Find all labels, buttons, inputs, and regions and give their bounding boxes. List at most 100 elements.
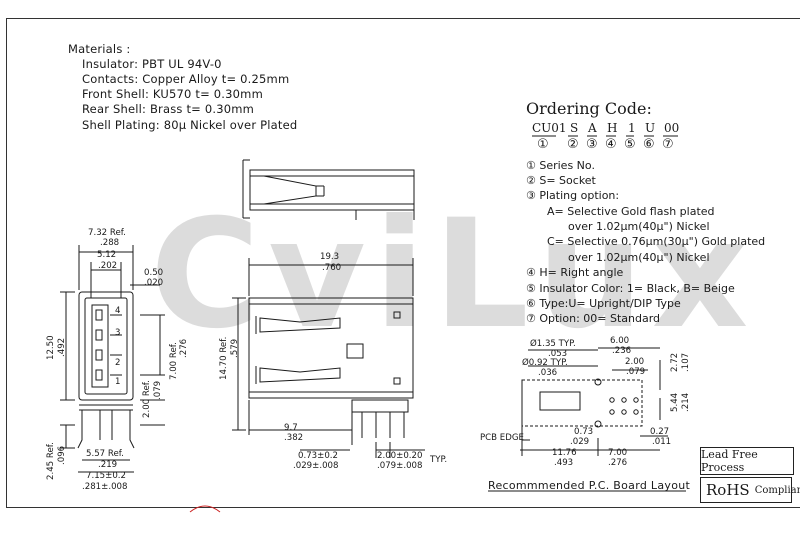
- dim-pin-width-in: .029±.008: [293, 461, 339, 471]
- material-line: Insulator: PBT UL 94V-0: [82, 57, 222, 71]
- dim-pcb-6: 6.00: [610, 336, 630, 346]
- ordering-code-title: Ordering Code:: [526, 99, 652, 118]
- pin-label: 4: [115, 306, 121, 316]
- code-marker: ②: [567, 137, 579, 152]
- dim-front-width: 7.32 Ref.: [88, 228, 126, 238]
- dim-peg-span: 7.15±0.2: [86, 471, 127, 481]
- pcb-layout-caption: Recommmended P.C. Board Layout: [488, 479, 691, 492]
- dim-pcb-hole2: Ø0.92 TYP.: [522, 358, 568, 368]
- top-view: [242, 159, 415, 220]
- dim-pin-span-in: .219: [98, 460, 118, 470]
- ordering-line: over 1.02μm(40μ") Nickel: [568, 251, 710, 264]
- dim-pcb-027: 0.27: [650, 427, 670, 437]
- pin-label: 3: [115, 328, 121, 338]
- dim-lead: 2.45 Ref.: [46, 442, 56, 480]
- rohs-label: RoHS: [706, 481, 750, 499]
- material-line: Shell Plating: 80μ Nickel over Plated: [82, 118, 298, 132]
- dim-height-in: .492: [57, 337, 67, 357]
- code-marker: ①: [537, 137, 549, 152]
- dim-pcb-272: 2.72: [670, 352, 680, 372]
- ordering-line: ⑤ Insulator Color: 1= Black, B= Beige: [526, 282, 735, 295]
- dim-pin-width: 0.73±0.2: [298, 451, 339, 461]
- dim-side-height-in: .579: [230, 338, 240, 358]
- dim-opening: 5.12: [97, 250, 117, 260]
- dim-pcb-073-in: .029: [570, 437, 590, 447]
- code-marker: ③: [586, 137, 598, 152]
- dim-side-height: 14.70 Ref.: [219, 336, 229, 380]
- watermark: CviLux: [150, 188, 757, 362]
- dim-pcb-073: 0.73: [574, 427, 594, 437]
- pin-label: 2: [115, 358, 121, 368]
- dim-height: 12.50: [46, 335, 56, 360]
- dim-length-in: .760: [322, 263, 342, 273]
- dim-typ: TYP.: [430, 455, 448, 465]
- pcb-edge-label: PCB EDGE: [480, 433, 524, 443]
- code-part: 00: [664, 121, 680, 135]
- dim-foot-in: .079: [153, 380, 163, 400]
- side-view: [232, 258, 425, 458]
- dim-opening-in: .202: [98, 261, 118, 271]
- dim-pitch: 2.00±0.20: [377, 451, 423, 461]
- ordering-line: ⑥ Type:U= Upright/DIP Type: [526, 297, 681, 310]
- dim-pcb-2: 2.00: [625, 357, 645, 367]
- dim-pcb-2-in: .079: [626, 367, 646, 377]
- code-part: U: [645, 121, 656, 135]
- ordering-line: ② S= Socket: [526, 174, 596, 187]
- dim-pin-height: 7.00 Ref.: [169, 342, 179, 380]
- dim-pcb-7-in: .276: [608, 458, 628, 468]
- lead-free-label: Lead Free Process: [701, 448, 758, 474]
- bottom-arc: [189, 505, 221, 513]
- dim-foot: 2.00 Ref.: [142, 380, 152, 418]
- pcb-layout-view: [520, 347, 668, 456]
- dim-pin-height-in: .276: [179, 338, 189, 358]
- ordering-line: A= Selective Gold flash plated: [547, 205, 715, 218]
- front-view: [60, 245, 165, 473]
- rohs-badge: RoHS Compliant: [700, 477, 800, 503]
- drawing-frame: [6, 18, 800, 508]
- dim-length: 19.3: [320, 252, 340, 262]
- dim-lead-in: .096: [57, 445, 67, 465]
- dim-pcb-544: 5.44: [670, 392, 680, 412]
- ordering-line: C= Selective 0.76μm(30μ") Gold plated: [547, 235, 766, 248]
- ordering-line: ③ Plating option:: [526, 189, 620, 202]
- ordering-line: ④ H= Right angle: [526, 266, 624, 279]
- code-part: A: [588, 121, 597, 135]
- material-line: Front Shell: KU570 t= 0.30mm: [82, 87, 263, 101]
- dim-pcb-6-in: .236: [612, 346, 632, 356]
- code-marker: ⑥: [643, 137, 655, 152]
- code-part: S: [570, 121, 579, 135]
- ordering-line: ⑦ Option: 00= Standard: [526, 312, 661, 325]
- dim-depth: 9.7: [284, 423, 298, 433]
- material-line: Contacts: Copper Alloy t= 0.25mm: [82, 72, 290, 86]
- dim-peg-span-in: .281±.008: [82, 482, 128, 492]
- dim-pcb-hole: Ø1.35 TYP.: [530, 339, 576, 349]
- dim-pcb-7: 7.00: [608, 448, 628, 458]
- dim-pcb-544-in: .214: [681, 392, 691, 412]
- dim-wall-in: .020: [144, 278, 164, 288]
- lead-free-badge: Lead Free Process: [700, 447, 794, 475]
- materials-heading: Materials :: [68, 42, 131, 56]
- code-marker: ⑦: [662, 137, 674, 152]
- code-part: 1: [628, 121, 636, 135]
- pin-label: 1: [115, 377, 121, 387]
- dim-front-width-in: .288: [100, 238, 120, 248]
- dim-pitch-in: .079±.008: [377, 461, 423, 471]
- rohs-compliant-label: Compliant: [754, 484, 800, 496]
- dim-pcb-1176-in: .493: [554, 458, 574, 468]
- dim-depth-in: .382: [284, 433, 304, 443]
- ordering-line: over 1.02μm(40μ") Nickel: [568, 220, 710, 233]
- dim-pcb-hole2-in: .036: [538, 368, 558, 378]
- code-part: CU01: [532, 121, 567, 135]
- ordering-line: ① Series No.: [526, 159, 595, 172]
- dim-pcb-027-in: .011: [652, 437, 672, 447]
- dim-pcb-272-in: .107: [681, 352, 691, 372]
- material-line: Rear Shell: Brass t= 0.30mm: [82, 102, 255, 116]
- dim-pin-span: 5.57 Ref.: [86, 449, 124, 459]
- dim-pcb-hole-in: .053: [548, 349, 568, 359]
- dim-wall: 0.50: [144, 268, 164, 278]
- code-marker: ⑤: [624, 137, 636, 152]
- code-marker: ④: [605, 137, 617, 152]
- code-part: H: [607, 121, 618, 135]
- frame-bottom-rule: [6, 507, 800, 508]
